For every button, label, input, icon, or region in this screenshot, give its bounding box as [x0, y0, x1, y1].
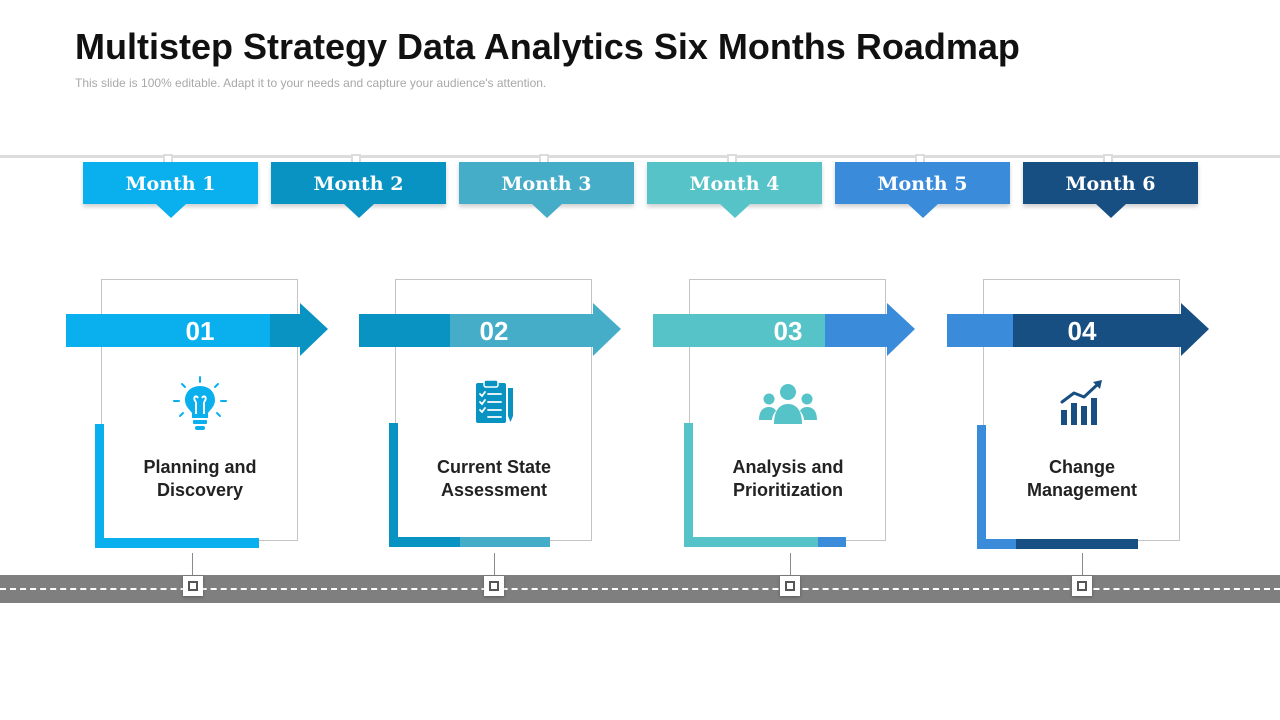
bracket-horizontal-accent	[818, 537, 846, 547]
month-box	[271, 162, 446, 204]
road-marker-4	[1072, 576, 1092, 596]
bracket-horizontal	[684, 537, 818, 547]
lightbulb-icon	[170, 374, 230, 434]
top-timeline-line	[0, 155, 1280, 158]
month-pointer	[1096, 204, 1126, 218]
step-title-line-2: Discovery	[156, 480, 244, 500]
arrow-head	[1181, 303, 1209, 356]
month-pointer	[344, 204, 374, 218]
month-box	[647, 162, 822, 204]
bracket-horizontal	[1016, 539, 1138, 549]
bracket-vertical	[389, 423, 398, 547]
road-timeline	[0, 575, 1280, 603]
page-title: Multistep Strategy Data Analytics Six Mo…	[75, 26, 1020, 67]
marker-dot	[188, 581, 198, 591]
bracket-vertical	[95, 424, 104, 548]
road-marker-2	[484, 576, 504, 596]
step-arrow-1: 01	[66, 303, 328, 356]
month-tag-6: Month 6	[1023, 154, 1198, 218]
marker-dot	[489, 581, 499, 591]
step-label-2: Current State Assessment	[396, 456, 592, 502]
step-title-line-1: Planning and	[143, 457, 257, 477]
arrow-head	[887, 303, 915, 356]
month-box	[459, 162, 634, 204]
month-box	[835, 162, 1010, 204]
bracket-horizontal-accent	[460, 537, 550, 547]
arrow-accent	[270, 314, 300, 347]
arrow-accent	[359, 314, 450, 347]
bracket-highlight	[693, 535, 845, 537]
month-tag-4: Month 4	[647, 154, 822, 218]
month-tag-3: Month 3	[459, 154, 634, 218]
marker-dot	[1077, 581, 1087, 591]
road-dashes	[0, 588, 1280, 590]
month-box	[83, 162, 258, 204]
arrow-head	[300, 303, 328, 356]
road-marker-3	[780, 576, 800, 596]
step-title-line-2: Management	[1026, 480, 1138, 500]
team-icon	[758, 374, 818, 434]
arrow-body	[1013, 314, 1181, 347]
bracket-highlight	[398, 535, 550, 537]
bracket-highlight	[104, 536, 259, 538]
bracket-horizontal-accent	[977, 539, 1016, 549]
month-label: Month 4	[689, 173, 780, 195]
month-label: Month 5	[877, 173, 968, 195]
bracket-vertical	[977, 425, 986, 549]
arrow-head	[593, 303, 621, 356]
month-pointer	[156, 204, 186, 218]
arrow-accent	[947, 314, 1013, 347]
month-pointer	[532, 204, 562, 218]
road-connector-1	[192, 553, 193, 577]
month-label: Month 1	[125, 173, 216, 195]
step-number: 01	[185, 316, 215, 346]
arrow-accent	[825, 314, 887, 347]
step-label-3: Analysis and Prioritization	[690, 456, 886, 502]
bracket-highlight	[986, 537, 1138, 539]
step-label-1: Planning and Discovery	[102, 456, 298, 502]
month-tag-2: Month 2	[271, 154, 446, 218]
bracket-inner-line	[693, 423, 695, 539]
road-marker-1	[183, 576, 203, 596]
month-tag-5: Month 5	[835, 154, 1010, 218]
step-arrow-3: 03	[653, 303, 915, 356]
step-label-4: Change Management	[984, 456, 1180, 502]
month-label: Month 2	[313, 173, 404, 195]
step-title-line-1: Change	[1048, 457, 1115, 477]
step-title-line-2: Prioritization	[732, 480, 843, 500]
bracket-horizontal	[389, 537, 460, 547]
page-subtitle: This slide is 100% editable. Adapt it to…	[75, 76, 547, 90]
road-connector-4	[1082, 553, 1083, 577]
step-number: 02	[479, 316, 509, 346]
bracket-vertical	[684, 423, 693, 547]
step-number: 04	[1067, 316, 1097, 346]
step-title-line-1: Analysis and	[732, 457, 844, 477]
step-arrow-2: 02	[359, 303, 621, 356]
arrow-body	[653, 314, 825, 347]
step-number: 03	[773, 316, 803, 346]
growth-chart-icon	[1052, 374, 1112, 434]
bracket-inner-line	[104, 424, 106, 540]
road-connector-2	[494, 553, 495, 577]
month-label: Month 6	[1065, 173, 1156, 195]
clipboard-checklist-icon	[464, 374, 524, 434]
month-tag-1: Month 1	[83, 154, 258, 218]
bracket-horizontal	[95, 538, 259, 548]
month-label: Month 3	[501, 173, 592, 195]
road-connector-3	[790, 553, 791, 577]
month-pointer	[720, 204, 750, 218]
month-pointer	[908, 204, 938, 218]
step-title-line-1: Current State	[436, 457, 552, 477]
arrow-body	[450, 314, 593, 347]
arrow-body	[66, 314, 270, 347]
marker-dot	[785, 581, 795, 591]
bracket-inner-line	[398, 423, 400, 539]
bracket-inner-line	[986, 425, 988, 541]
step-title-line-2: Assessment	[440, 480, 548, 500]
month-box	[1023, 162, 1198, 204]
step-arrow-4: 04	[947, 303, 1209, 356]
